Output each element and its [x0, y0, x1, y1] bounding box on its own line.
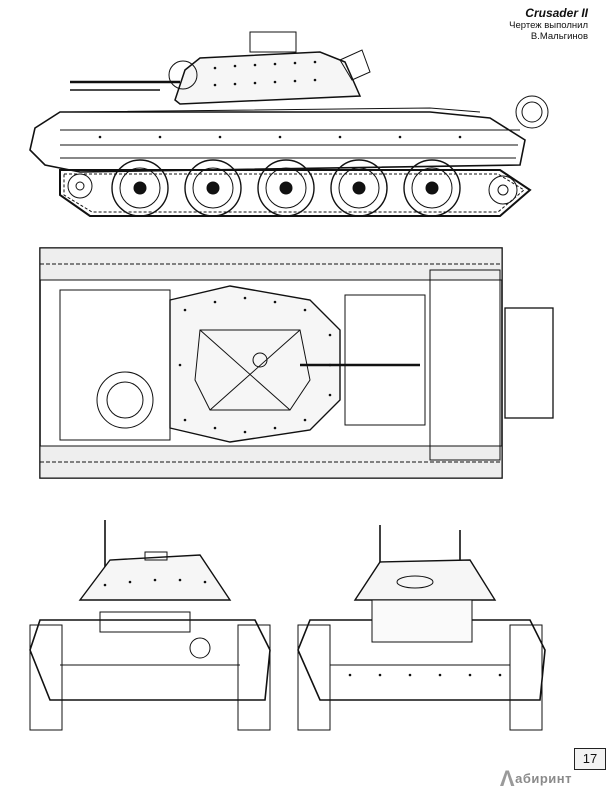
- rear-turret: [353, 559, 497, 601]
- page-number: 17: [574, 748, 606, 770]
- title-block: Crusader II Чертеж выполнил В.Мальгинов: [509, 6, 588, 42]
- top-turret: [169, 285, 341, 443]
- credit-line-1: Чертеж выполнил: [509, 20, 588, 31]
- watermark-logo-icon: Λ: [499, 766, 516, 791]
- watermark-text: абиринт: [515, 771, 572, 786]
- front-view: [29, 520, 271, 731]
- side-track: [59, 169, 532, 217]
- side-hull: [29, 111, 526, 173]
- front-turret: [78, 554, 232, 601]
- drawing-title: Crusader II: [525, 6, 588, 20]
- rear-view: [297, 525, 546, 731]
- watermark: Λабиринт: [500, 766, 572, 792]
- side-rivets: [98, 60, 462, 139]
- top-view: [39, 247, 554, 479]
- side-turret: [174, 51, 362, 105]
- side-view: [29, 31, 549, 217]
- road-wheels: [67, 159, 518, 217]
- credit-line-2: В.Мальгинов: [530, 31, 588, 42]
- top-rivets: [178, 296, 332, 434]
